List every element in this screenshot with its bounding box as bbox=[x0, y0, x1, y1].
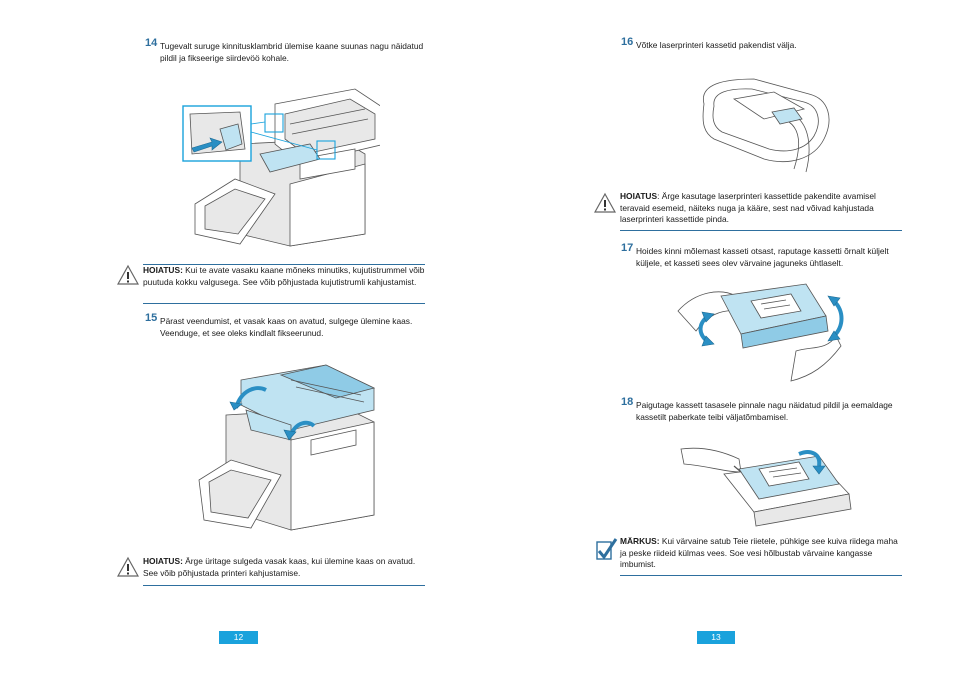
warning-note-1: HOIATUS: Kui te avate vasaku kaane mõnek… bbox=[143, 264, 425, 304]
printer-closing-illustration bbox=[198, 364, 376, 531]
divider bbox=[143, 264, 425, 265]
warning-label: HOIATUS: bbox=[143, 265, 183, 275]
divider bbox=[143, 303, 425, 304]
note-text: Kui värvaine satub Teie riietele, pühkig… bbox=[620, 536, 898, 570]
divider bbox=[620, 230, 902, 231]
warning-triangle-icon bbox=[594, 192, 616, 213]
warning-text: : Ärge kasutage laserprinteri kassettide… bbox=[620, 191, 876, 225]
step-text: Paigutage kassett tasasele pinnale nagu … bbox=[636, 400, 893, 422]
step-18: 18 Paigutage kassett tasasele pinnale na… bbox=[621, 396, 903, 423]
warning-label: HOIATUS bbox=[620, 191, 658, 201]
cartridge-shake-illustration bbox=[677, 283, 844, 382]
step-text: Tugevalt suruge kinnitusklambrid ülemise… bbox=[160, 41, 424, 63]
warning-triangle-icon bbox=[117, 556, 139, 577]
step-16: 16 Võtke laserprinteri kassetid pakendis… bbox=[621, 36, 903, 52]
remove-paper-cover-illustration bbox=[680, 447, 852, 527]
step-number: 18 bbox=[621, 396, 634, 408]
note-label: MÄRKUS: bbox=[620, 536, 660, 546]
step-number: 16 bbox=[621, 36, 634, 48]
page-number-right: 13 bbox=[697, 631, 735, 644]
warning-triangle-icon bbox=[117, 264, 139, 285]
warning-note-3: HOIATUS: Ärge kasutage laserprinteri kas… bbox=[620, 191, 902, 231]
warning-text: Kui te avate vasaku kaane mõneks minutik… bbox=[143, 265, 425, 287]
step-14: 14 Tugevalt suruge kinnitusklambrid ülem… bbox=[145, 37, 425, 64]
warning-text: Ärge üritage sulgeda vasak kaas, kui üle… bbox=[143, 556, 416, 578]
divider bbox=[143, 585, 425, 586]
step-text: Võtke laserprinteri kassetid pakendist v… bbox=[636, 40, 797, 50]
cartridge-packaging-illustration bbox=[702, 78, 830, 173]
step-text: Hoides kinni mõlemast kasseti otsast, ra… bbox=[636, 246, 889, 268]
step-number: 14 bbox=[145, 37, 158, 49]
step-text: Pärast veendumist, et vasak kaas on avat… bbox=[160, 316, 413, 338]
note-box: MÄRKUS: Kui värvaine satub Teie riietele… bbox=[620, 536, 902, 576]
warning-label: HOIATUS: bbox=[143, 556, 183, 566]
page-number-left: 12 bbox=[219, 631, 258, 644]
step-number: 15 bbox=[145, 312, 158, 324]
step-number: 17 bbox=[621, 242, 634, 254]
step-15: 15 Pärast veendumist, et vasak kaas on a… bbox=[145, 312, 425, 339]
step-17: 17 Hoides kinni mõlemast kasseti otsast,… bbox=[621, 242, 903, 269]
printer-open-illustration bbox=[182, 88, 380, 247]
divider bbox=[620, 575, 902, 576]
checkmark-note-icon bbox=[596, 538, 618, 560]
warning-note-2: HOIATUS: Ärge üritage sulgeda vasak kaas… bbox=[143, 556, 425, 586]
